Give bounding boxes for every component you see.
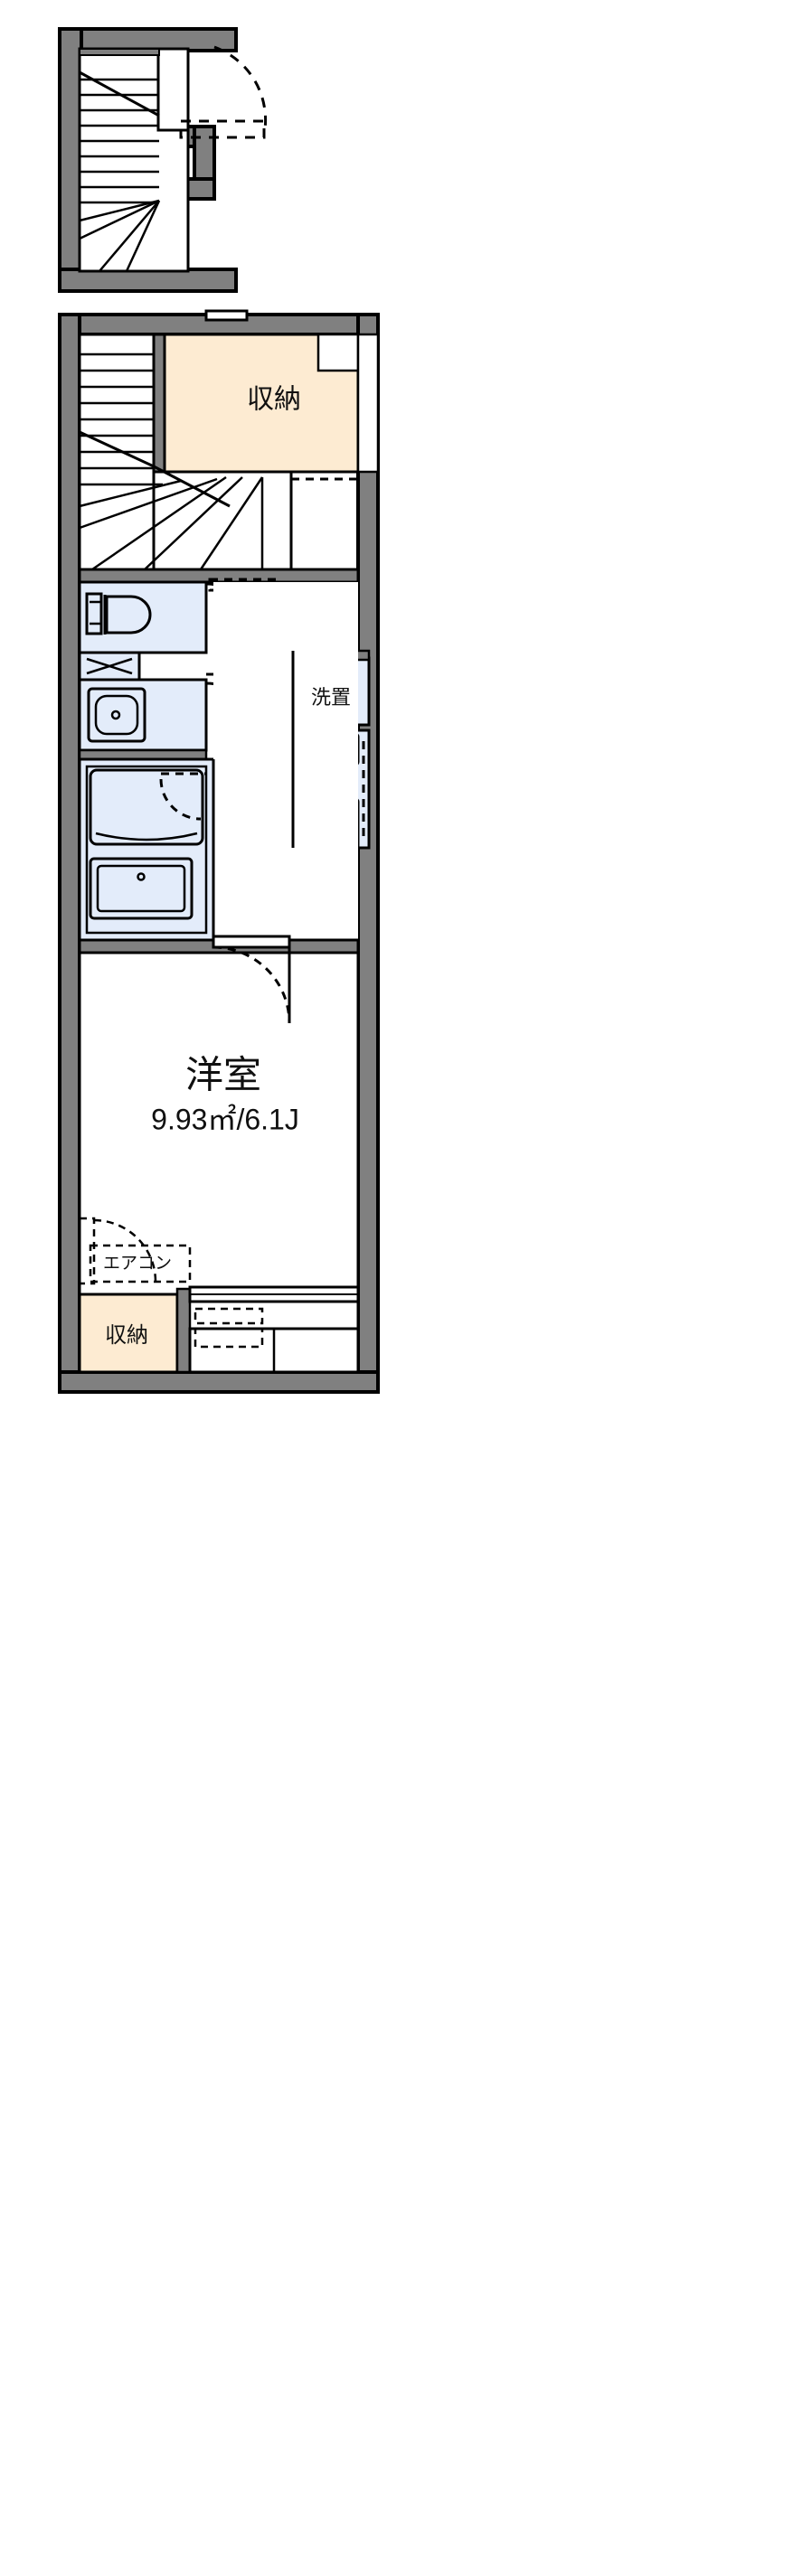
upper-stair-winders [79,199,161,272]
upper-wall-bottom [58,268,238,293]
label-aircon: エアコン [103,1254,172,1274]
upper-entrance-door-arc [213,45,268,130]
label-storage-upper: 収納 [247,384,301,416]
upper-shelf [79,48,160,56]
roof-vent [204,309,249,322]
label-storage-lower: 収納 [105,1322,148,1348]
storage-upper-shelf [316,333,360,372]
upper-entrance-door-leaf [179,119,266,139]
bathtub-fixture [89,768,204,846]
balcony-window [188,1285,360,1374]
wall-stair-bottom [78,568,360,584]
vanity-mirror-mark [86,657,133,675]
label-room-name: 洋室 [185,1053,261,1097]
upper-plan-walls [58,27,238,293]
washbasin-fixture [87,687,146,743]
main-wall-left [58,313,81,1394]
stair-landing [152,470,293,571]
room-door-frame [212,935,291,949]
right-entry-strip [356,333,380,474]
upper-stair-treads [80,78,159,189]
upper-wall-left [58,27,83,293]
main-stair-treads [80,353,154,470]
room-storage-lower [78,1293,179,1374]
main-wall-right [356,313,380,1394]
corridor [213,582,358,940]
upper-entry-hall [156,47,190,132]
bath-door-arc [159,778,202,821]
room-door-arc [212,945,291,1024]
toilet-fixture [85,592,152,635]
aircon-box [89,1244,192,1283]
wall-storage-lower-right [175,1287,192,1374]
main-plan-outer-walls [58,313,380,1394]
upper-plan [58,27,268,293]
label-room-area: 9.93㎡/6.1J [151,1103,299,1135]
aircon-wall-mount [78,1217,96,1285]
main-stair-walkline [79,430,231,508]
label-washer-place: 洗置 [311,687,351,710]
bath-counter-fixture [89,857,194,920]
main-wall-bottom [58,1370,380,1394]
main-plan: 収納 洗置 洋室 9.93㎡/6.1J エアコン 収納 [58,309,380,1394]
upper-wall-top [58,27,238,52]
upper-stair-walkline [79,71,160,118]
